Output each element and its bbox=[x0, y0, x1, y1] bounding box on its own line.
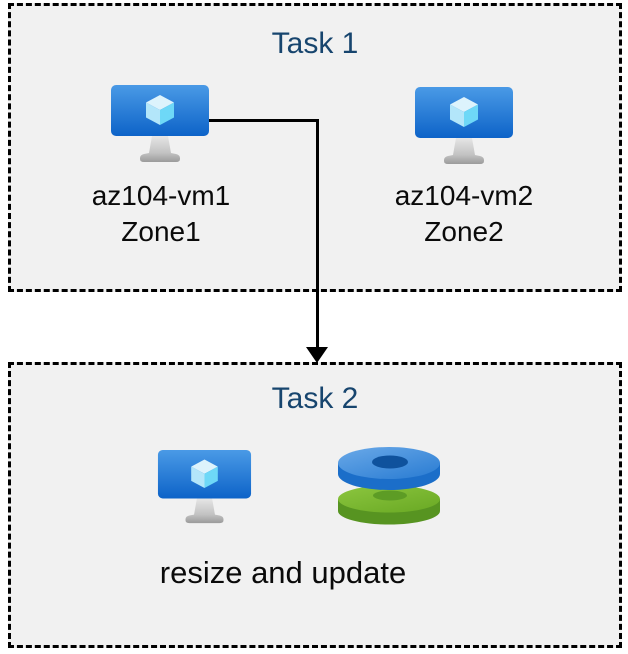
vm-icon bbox=[111, 85, 209, 162]
arrow-vertical-line bbox=[316, 119, 319, 348]
vm-icon bbox=[157, 450, 252, 524]
vm1-name-label: az104-vm1 bbox=[91, 180, 231, 211]
task1-box bbox=[8, 3, 622, 292]
vm1-zone-label: Zone1 bbox=[121, 216, 201, 247]
vm2-zone-label: Zone2 bbox=[424, 216, 504, 247]
task2-title: Task 2 bbox=[271, 382, 359, 415]
vm1-label: az104-vm1 Zone1 bbox=[51, 178, 271, 250]
task2-caption: resize and update bbox=[159, 555, 407, 590]
arrow-head-icon bbox=[306, 347, 328, 363]
vm2-name-label: az104-vm2 bbox=[394, 180, 534, 211]
green-disk-icon bbox=[338, 485, 440, 525]
vm2-label: az104-vm2 Zone2 bbox=[354, 178, 574, 250]
disks-icon bbox=[338, 447, 440, 525]
blue-disk-icon bbox=[338, 447, 440, 490]
task2-box bbox=[8, 362, 622, 648]
task1-title: Task 1 bbox=[271, 27, 359, 60]
arrow-horizontal-line bbox=[209, 119, 319, 122]
vm-icon bbox=[415, 87, 513, 164]
